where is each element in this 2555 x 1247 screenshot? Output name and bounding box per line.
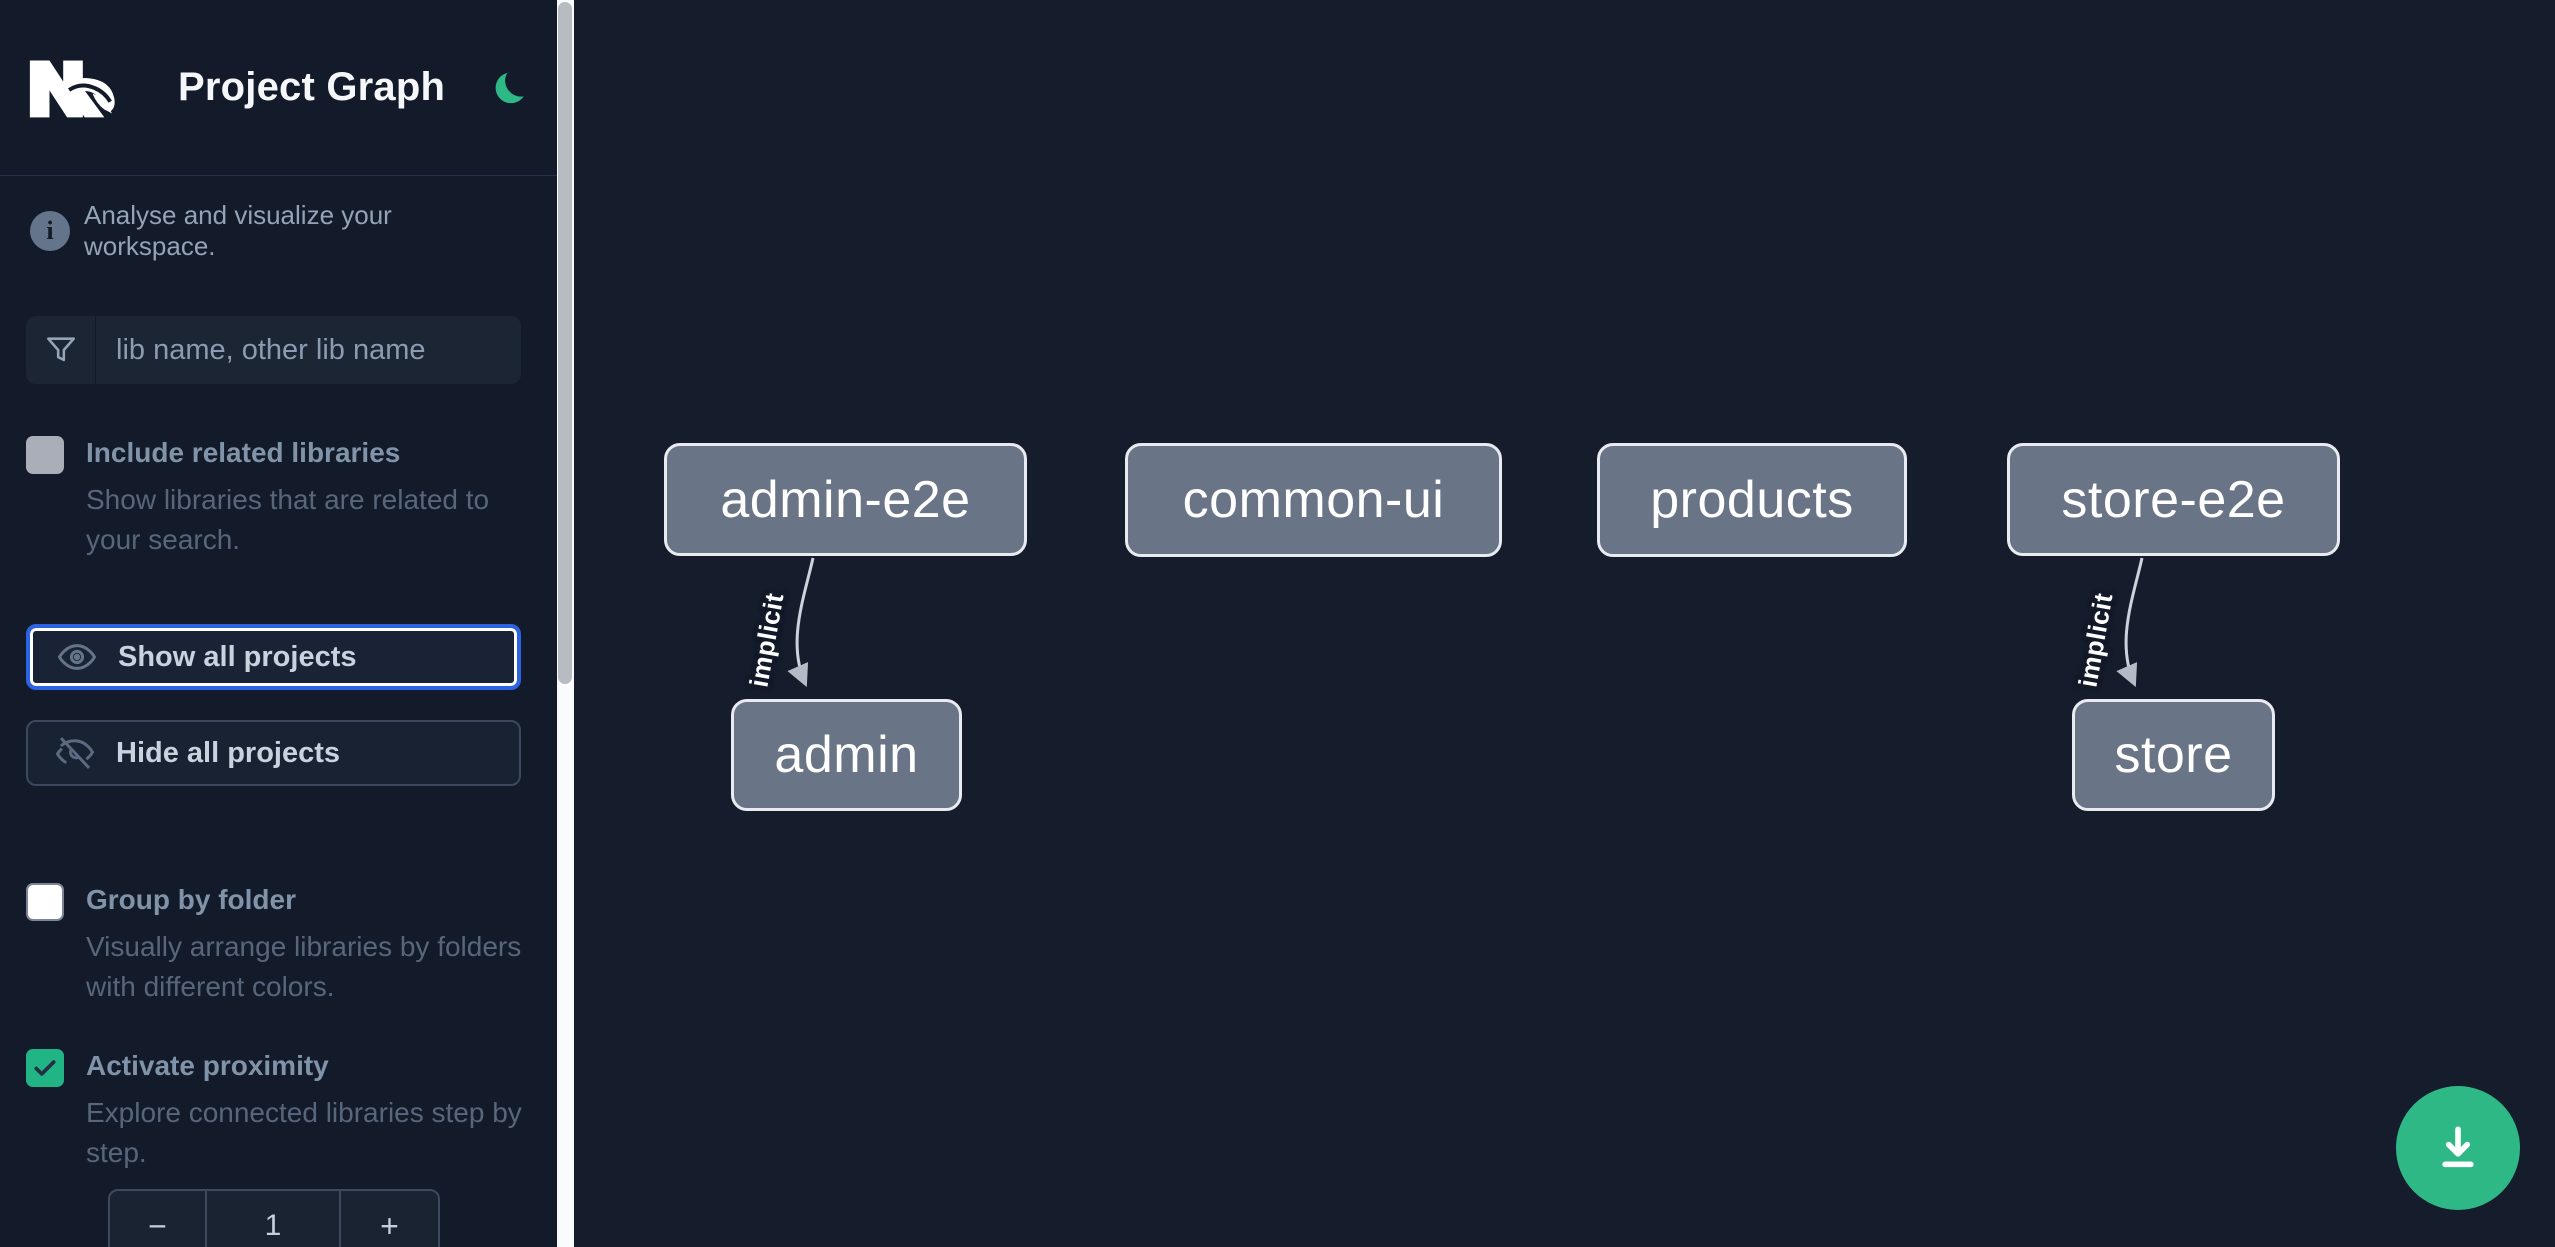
scrollbar-thumb[interactable] (558, 2, 572, 684)
stepper-value: 1 (207, 1191, 341, 1247)
info-text: Analyse and visualize your workspace. (84, 200, 392, 261)
activate-proximity-option[interactable]: Activate proximity Explore connected lib… (26, 1047, 531, 1173)
eye-off-icon (55, 737, 95, 769)
graph-node-admin-e2e[interactable]: admin-e2e (664, 443, 1027, 556)
search-box (26, 316, 521, 384)
info-icon: i (30, 211, 70, 251)
hide-all-projects-label: Hide all projects (116, 736, 341, 769)
include-related-option[interactable]: Include related libraries Show libraries… (26, 434, 531, 560)
include-related-description: Show libraries that are related to your … (86, 484, 490, 555)
graph-node-store-e2e[interactable]: store-e2e (2007, 443, 2340, 556)
sidebar-header: Project Graph (0, 0, 557, 176)
edges-svg (787, 557, 2144, 688)
moon-icon[interactable] (487, 67, 529, 109)
eye-icon (57, 644, 97, 670)
proximity-depth-stepper: − 1 + (108, 1189, 440, 1247)
page-title: Project Graph (178, 65, 446, 109)
activate-proximity-label: Activate proximity (86, 1050, 329, 1081)
download-image-button[interactable] (2396, 1086, 2520, 1210)
graph-node-products[interactable]: products (1597, 443, 1907, 557)
activate-proximity-checkbox[interactable] (26, 1049, 64, 1087)
graph-node-store[interactable]: store (2072, 699, 2275, 811)
download-icon (2442, 1126, 2474, 1168)
show-all-projects-button[interactable]: Show all projects (26, 624, 521, 690)
sidebar: Project Graph i Analyse and visualize yo… (0, 0, 557, 1247)
group-by-folder-option[interactable]: Group by folder Visually arrange librari… (26, 881, 531, 1007)
workspace-info: i Analyse and visualize your workspace. (30, 200, 523, 262)
group-by-folder-label: Group by folder (86, 884, 296, 915)
nx-logo (29, 60, 115, 117)
include-related-checkbox[interactable] (26, 436, 64, 474)
show-all-projects-label: Show all projects (118, 640, 357, 673)
group-by-folder-checkbox[interactable] (26, 883, 64, 921)
edge-admin-e2e-to-admin (787, 557, 815, 688)
graph-node-admin[interactable]: admin (731, 699, 962, 811)
include-related-label: Include related libraries (86, 437, 401, 468)
decrement-button[interactable]: − (110, 1191, 207, 1247)
hide-all-projects-button[interactable]: Hide all projects (26, 720, 521, 786)
sidebar-scrollbar[interactable] (557, 0, 574, 1247)
graph-node-common-ui[interactable]: common-ui (1125, 443, 1502, 557)
search-input[interactable] (96, 316, 521, 384)
activate-proximity-description: Explore connected libraries step by step… (86, 1097, 522, 1168)
filter-funnel-icon (26, 316, 96, 384)
increment-button[interactable]: + (380, 1207, 399, 1244)
group-by-folder-description: Visually arrange libraries by folders wi… (86, 931, 522, 1002)
edge-store-e2e-to-store (2116, 557, 2144, 688)
